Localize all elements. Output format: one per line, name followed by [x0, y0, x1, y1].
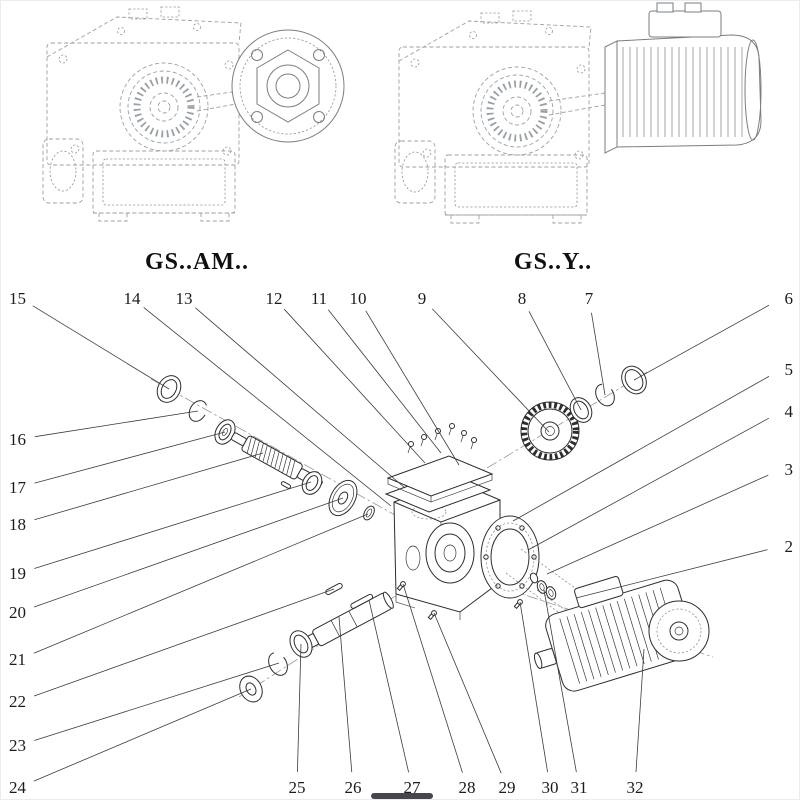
callout-number-20: 20: [9, 603, 26, 622]
callout-number-11: 11: [311, 289, 327, 308]
callout-number-25: 25: [289, 778, 306, 797]
assembly-gs-y-drawing: [394, 2, 762, 224]
callout-number-26: 26: [345, 778, 362, 797]
callout-number-32: 32: [627, 778, 644, 797]
key-pin-part: [280, 481, 292, 489]
motor-drawing: [604, 2, 762, 154]
callout-number-22: 22: [9, 692, 26, 711]
callout-number-17: 17: [9, 478, 27, 497]
callout-number-31: 31: [571, 778, 588, 797]
callout-number-8: 8: [518, 289, 527, 308]
callout-leader-22: [33, 588, 335, 697]
callout-number-13: 13: [176, 289, 193, 308]
callout-number-3: 3: [785, 460, 794, 479]
callout-number-18: 18: [9, 515, 26, 534]
motor-shaft-end: [533, 652, 543, 669]
shaft-key-part: [350, 593, 374, 609]
callout-leader-29: [433, 612, 502, 774]
callout-number-5: 5: [785, 360, 794, 379]
gear-wheel-group: [520, 365, 647, 461]
bearing-part: [301, 471, 323, 495]
callout-number-23: 23: [9, 736, 26, 755]
callout-leader-26: [338, 616, 353, 773]
callout-number-6: 6: [785, 289, 794, 308]
callout-number-12: 12: [266, 289, 283, 308]
callout-leader-8: [528, 311, 582, 411]
callout-leader-15: [32, 305, 170, 390]
callout-number-7: 7: [585, 289, 594, 308]
callout-leader-28: [402, 583, 463, 773]
callout-leader-6: [633, 304, 770, 381]
output-shaft-group: [239, 581, 437, 703]
motor-part: [533, 576, 710, 692]
callout-leader-9: [432, 308, 550, 433]
model-label-gs-y: GS..Y..: [514, 249, 592, 275]
callout-number-21: 21: [9, 650, 26, 669]
callout-leader-10: [365, 310, 460, 466]
callout-leader-5: [512, 376, 770, 522]
callout-number-4: 4: [785, 402, 794, 421]
callout-leader-20: [34, 497, 344, 608]
callout-leader-25: [297, 643, 302, 773]
callout-leader-2: [575, 549, 768, 599]
callout-leader-31: [543, 589, 577, 773]
callout-leader-7: [591, 312, 606, 396]
callout-number-29: 29: [499, 778, 516, 797]
callout-number-2: 2: [785, 537, 794, 556]
gear-housing-part: [393, 479, 501, 620]
callout-leader-23: [34, 662, 280, 741]
terminal-box: [648, 10, 722, 38]
callout-number-9: 9: [418, 289, 427, 308]
callout-leader-11: [327, 309, 442, 454]
callout-leader-27: [368, 599, 410, 773]
cover-screws: [407, 423, 477, 454]
callout-number-14: 14: [124, 289, 142, 308]
output-flange-drawing: [231, 29, 345, 143]
callout-leader-3: [546, 474, 769, 575]
footer-logo-bar: [371, 793, 433, 799]
callout-leader-18: [34, 452, 264, 521]
callout-leader-17: [34, 431, 226, 484]
callout-leader-13: [195, 307, 406, 489]
callout-leader-19: [34, 481, 312, 569]
callout-leader-21: [33, 513, 369, 654]
spacer-ring-part: [363, 505, 375, 521]
exploded-view-drawing: [150, 365, 714, 703]
callout-number-16: 16: [9, 430, 26, 449]
callout-leader-30: [519, 601, 548, 773]
callout-leader-14: [143, 307, 392, 507]
callout-number-10: 10: [350, 289, 367, 308]
callout-number-15: 15: [9, 289, 26, 308]
callout-number-30: 30: [542, 778, 559, 797]
worm-shaft-group: [156, 375, 375, 521]
output-flange-part: [480, 515, 540, 599]
callout-leaders-layer: [32, 304, 770, 782]
washer-part: [545, 586, 557, 600]
callout-number-24: 24: [9, 778, 27, 797]
circlip-part: [595, 383, 615, 407]
callout-leader-4: [527, 417, 770, 551]
callout-number-19: 19: [9, 564, 26, 583]
circlip-part: [268, 652, 288, 676]
screw-part: [513, 599, 523, 610]
callout-leader-24: [33, 688, 252, 782]
callout-number-28: 28: [459, 778, 476, 797]
motor-fins: [622, 47, 743, 137]
housing-cover-group: [384, 423, 494, 513]
callout-leader-12: [283, 308, 426, 464]
fan-cover: [648, 600, 710, 662]
callout-leader-16: [34, 410, 199, 438]
callout-leader-32: [635, 648, 645, 773]
model-label-gs-am: GS..AM..: [145, 249, 249, 275]
assembly-gs-am-drawing: [42, 6, 345, 222]
callout-number-27: 27: [404, 778, 422, 797]
